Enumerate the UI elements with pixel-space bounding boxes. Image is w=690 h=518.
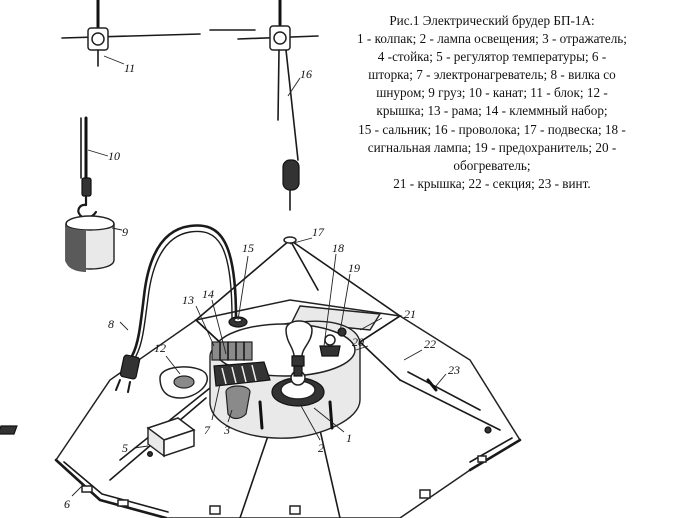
cover-12: [159, 366, 209, 399]
label-13: 13: [182, 293, 194, 307]
label-19: 19: [348, 261, 360, 275]
label-5: 5: [122, 441, 128, 455]
thermostat: [0, 417, 196, 458]
counterweight: [65, 116, 115, 272]
caption-line: крышка; 13 - рама; 14 - клеммный набор;: [376, 103, 608, 119]
pulley-block-right: [269, 0, 300, 211]
label-6: 6: [64, 497, 70, 511]
label-16: 16: [300, 67, 312, 81]
caption-line: шнуром; 9 груз; 10 - канат; 11 - блок; 1…: [376, 85, 608, 101]
label-18: 18: [332, 241, 344, 255]
caption-title: Рис.1 Электрический брудер БП-1А:: [389, 13, 595, 28]
part-labels: 11 10 9 16 8 12 13 14 15 17 18 19 21 20 …: [64, 61, 460, 511]
label-9: 9: [122, 225, 128, 239]
label-23: 23: [448, 363, 460, 377]
caption-line: 1 - колпак; 2 - лампа освещения; 3 - отр…: [357, 31, 627, 47]
label-15: 15: [242, 241, 254, 255]
label-1: 1: [346, 431, 352, 445]
label-3: 3: [223, 423, 230, 437]
caption-line: 4 -стойка; 5 - регулятор температуры; 6 …: [377, 49, 607, 65]
label-10: 10: [108, 149, 120, 163]
label-12: 12: [154, 341, 166, 355]
caption-line: обогреватель;: [453, 157, 531, 173]
caption-line: сигнальная лампа; 19 - предохранитель; 2…: [367, 139, 617, 155]
label-21: 21: [404, 307, 416, 321]
label-20: 20: [352, 335, 364, 349]
label-17: 17: [312, 225, 325, 239]
caption-line: шторка; 7 - электронагреватель; 8 - вилк…: [368, 67, 616, 83]
caption-line: 15 - сальник; 16 - проволока; 17 - подве…: [358, 121, 626, 137]
pulley-block-left: [87, 0, 109, 67]
label-22: 22: [424, 337, 436, 351]
power-cord: [115, 224, 248, 393]
label-7: 7: [204, 423, 211, 437]
label-8: 8: [108, 317, 114, 331]
label-14: 14: [202, 287, 214, 301]
label-11: 11: [124, 61, 135, 75]
caption-line: 21 - крышка; 22 - секция; 23 - винт.: [393, 175, 591, 191]
figure-caption: Рис.1 Электрический брудер БП-1А: 1 - ко…: [318, 12, 666, 193]
leader-lines: [71, 55, 447, 497]
label-2: 2: [318, 441, 324, 455]
center-assembly: [209, 305, 382, 439]
